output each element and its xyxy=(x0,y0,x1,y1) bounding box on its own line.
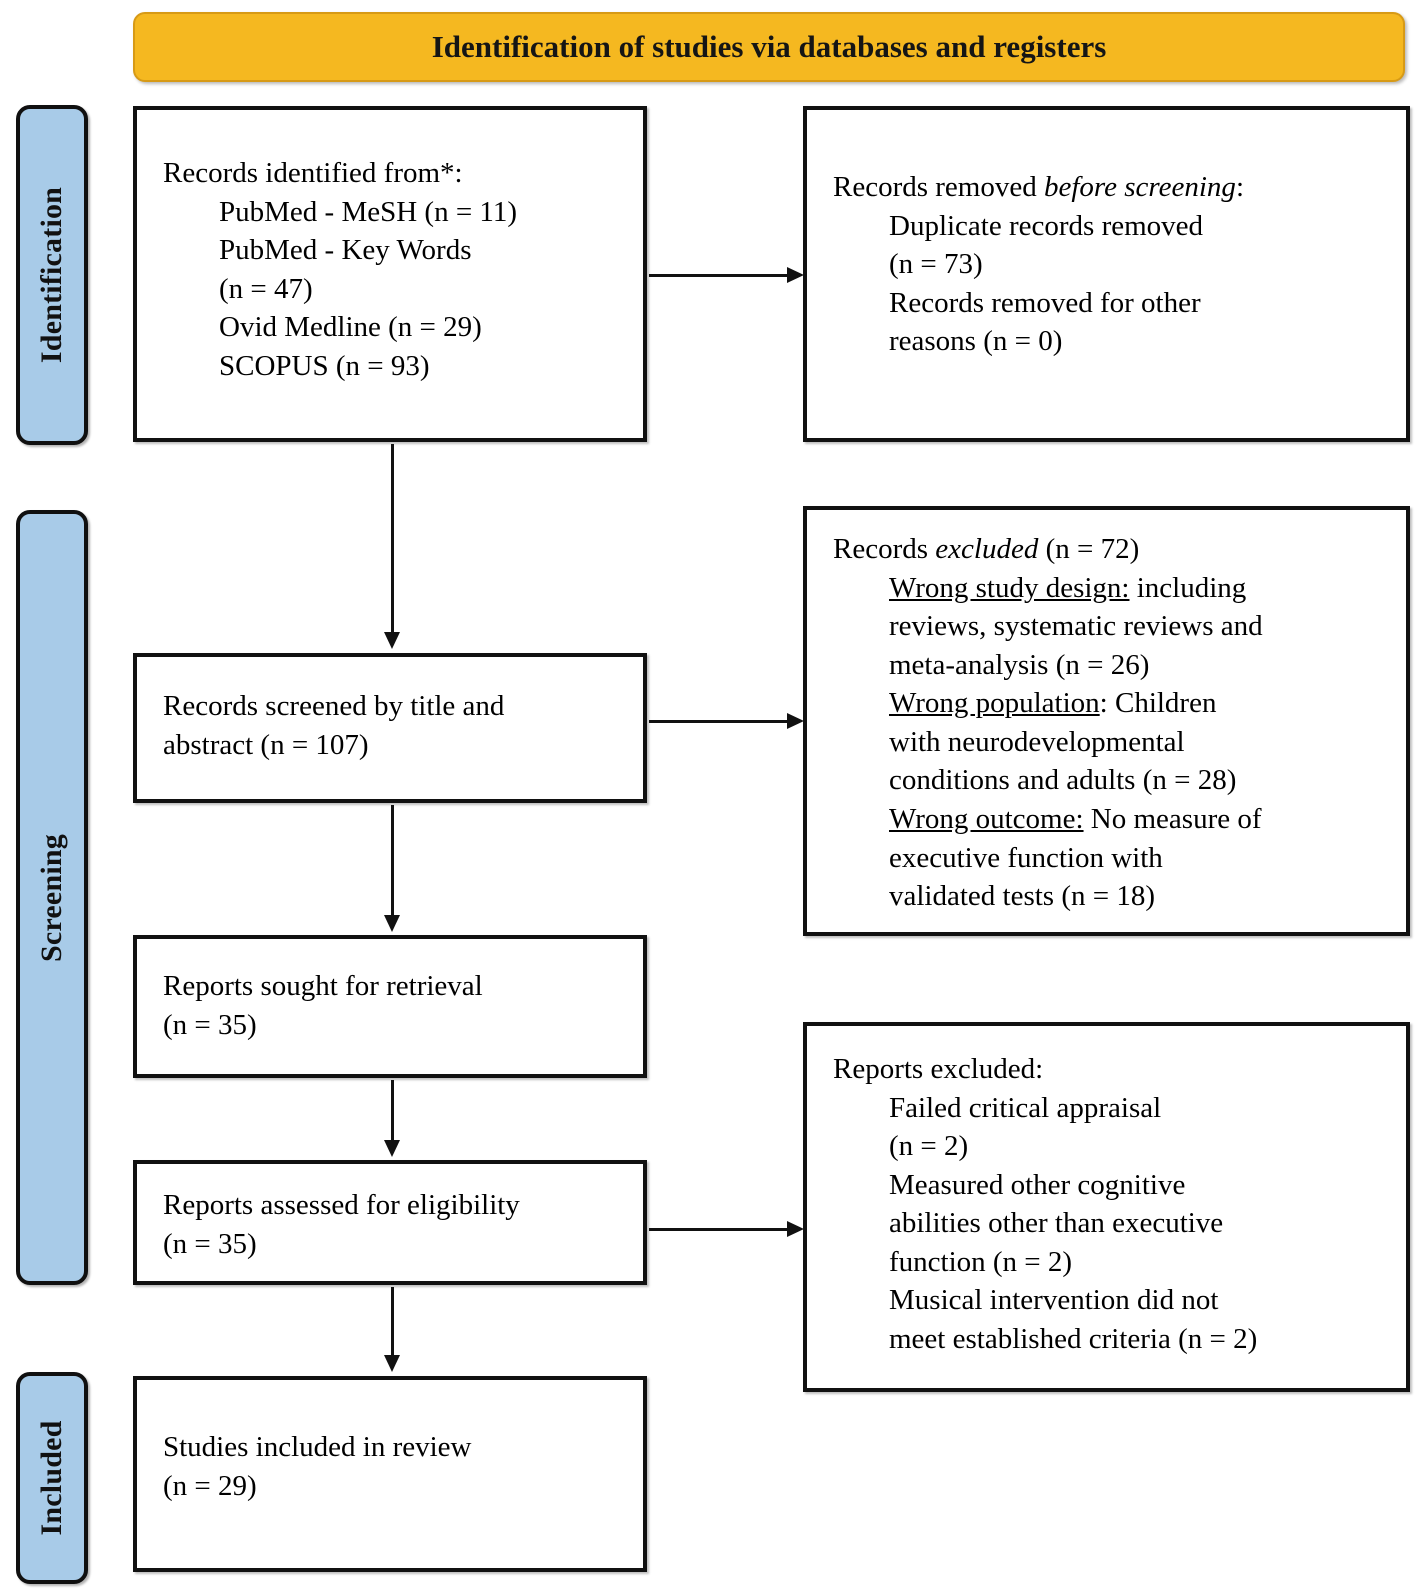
records-excluded-heading: Records excluded (n = 72) xyxy=(833,530,1392,569)
box-reports-sought: Reports sought for retrieval (n = 35) xyxy=(133,935,647,1078)
arrow-shaft xyxy=(649,720,789,723)
records-screened-line-1: Records screened by title and xyxy=(163,690,505,722)
records-removed-line-4: reasons (n = 0) xyxy=(889,325,1063,358)
stage-label-included: Included xyxy=(35,1420,68,1536)
stage-band-screening: Screening xyxy=(16,510,88,1285)
box-records-excluded: Records excluded (n = 72) Wrong study de… xyxy=(803,506,1410,936)
records-excluded-reason-3: Wrong outcome: No measure of xyxy=(833,800,1392,839)
records-removed-line-3: Records removed for other xyxy=(889,286,1201,319)
diagram-title-banner: Identification of studies via databases … xyxy=(133,12,1405,82)
records-excluded-reason-3-cont-1: executive function with xyxy=(889,841,1163,874)
box-records-identified-text: Records identified from*: PubMed - MeSH … xyxy=(163,154,629,385)
studies-included-line-2: (n = 29) xyxy=(163,1469,257,1502)
arrow-head-down-icon xyxy=(384,1140,400,1157)
arrow-head-right-icon xyxy=(787,1221,804,1237)
records-excluded-reason-1-cont-2: meta-analysis (n = 26) xyxy=(889,648,1150,681)
box-reports-excluded: Reports excluded: Failed critical apprai… xyxy=(803,1022,1410,1392)
box-reports-sought-text: Reports sought for retrieval (n = 35) xyxy=(163,967,629,1044)
records-excluded-reason-1: Wrong study design: including xyxy=(833,569,1392,608)
reports-assessed-line-2: (n = 35) xyxy=(163,1227,257,1260)
reports-excluded-heading: Reports excluded: xyxy=(833,1053,1044,1085)
arrow-head-down-icon xyxy=(384,915,400,932)
records-excluded-reason-3-label: Wrong outcome: xyxy=(889,802,1084,835)
records-identified-line-3: (n = 47) xyxy=(219,272,313,305)
box-records-removed: Records removed before screening: Duplic… xyxy=(803,106,1410,442)
records-excluded-heading-post: (n = 72) xyxy=(1038,533,1140,565)
box-reports-assessed: Reports assessed for eligibility (n = 35… xyxy=(133,1160,647,1285)
box-reports-assessed-text: Reports assessed for eligibility (n = 35… xyxy=(163,1186,629,1263)
records-excluded-reason-2-cont-1: with neurodevelopmental xyxy=(889,725,1185,758)
box-studies-included: Studies included in review (n = 29) xyxy=(133,1376,647,1572)
box-records-screened: Records screened by title and abstract (… xyxy=(133,653,647,803)
arrow-shaft xyxy=(391,1080,394,1142)
box-records-identified: Records identified from*: PubMed - MeSH … xyxy=(133,106,647,442)
arrow-shaft xyxy=(649,1228,789,1231)
arrow-shaft xyxy=(391,1287,394,1357)
stage-label-screening: Screening xyxy=(35,833,68,962)
box-studies-included-text: Studies included in review (n = 29) xyxy=(163,1428,629,1505)
box-records-screened-text: Records screened by title and abstract (… xyxy=(163,687,629,764)
arrow-shaft xyxy=(649,274,789,277)
records-removed-heading-pre: Records removed xyxy=(833,171,1044,203)
arrow-shaft xyxy=(391,805,394,917)
records-removed-line-2: (n = 73) xyxy=(889,248,983,281)
records-removed-line-1: Duplicate records removed xyxy=(889,209,1204,242)
records-identified-line-4: Ovid Medline (n = 29) xyxy=(219,311,482,344)
reports-sought-line-2: (n = 35) xyxy=(163,1008,257,1041)
records-excluded-reason-2-label: Wrong population xyxy=(889,687,1100,720)
reports-excluded-line-2: (n = 2) xyxy=(889,1130,969,1163)
records-excluded-reason-1-cont-1: reviews, systematic reviews and xyxy=(889,610,1263,643)
records-excluded-reason-2: Wrong population: Children xyxy=(833,684,1392,723)
records-identified-line-5: SCOPUS (n = 93) xyxy=(219,349,430,382)
reports-sought-line-1: Reports sought for retrieval xyxy=(163,970,483,1002)
arrow-head-down-icon xyxy=(384,632,400,649)
records-excluded-heading-pre: Records xyxy=(833,533,936,565)
reports-excluded-line-7: meet established criteria (n = 2) xyxy=(889,1322,1258,1355)
records-removed-heading: Records removed before screening: xyxy=(833,168,1392,207)
records-excluded-reason-3-cont-2: validated tests (n = 18) xyxy=(889,880,1156,913)
reports-excluded-line-3: Measured other cognitive xyxy=(889,1168,1186,1201)
records-excluded-reason-2-cont-2: conditions and adults (n = 28) xyxy=(889,764,1237,797)
stage-band-included: Included xyxy=(16,1372,88,1584)
records-excluded-reason-3-rest: No measure of xyxy=(1083,802,1262,835)
reports-excluded-line-5: function (n = 2) xyxy=(889,1245,1073,1278)
reports-excluded-line-4: abilities other than executive xyxy=(889,1207,1224,1240)
records-removed-heading-post: : xyxy=(1235,171,1244,203)
records-excluded-reason-1-label: Wrong study design: xyxy=(889,571,1130,604)
arrow-head-right-icon xyxy=(787,267,804,283)
box-records-excluded-text: Records excluded (n = 72) Wrong study de… xyxy=(833,530,1392,916)
records-removed-heading-italic: before screening xyxy=(1044,171,1236,203)
arrow-head-down-icon xyxy=(384,1355,400,1372)
records-excluded-heading-italic: excluded xyxy=(935,533,1039,565)
records-identified-line-1: PubMed - MeSH (n = 11) xyxy=(219,195,518,228)
diagram-title: Identification of studies via databases … xyxy=(431,29,1107,64)
reports-excluded-line-6: Musical intervention did not xyxy=(889,1284,1219,1317)
box-reports-excluded-text: Reports excluded: Failed critical apprai… xyxy=(833,1050,1392,1359)
reports-assessed-line-1: Reports assessed for eligibility xyxy=(163,1189,520,1221)
records-identified-heading: Records identified from*: xyxy=(163,157,463,189)
stage-label-identification: Identification xyxy=(35,186,68,364)
arrow-head-right-icon xyxy=(787,713,804,729)
records-identified-line-2: PubMed - Key Words xyxy=(219,234,472,267)
studies-included-line-1: Studies included in review xyxy=(163,1431,472,1463)
reports-excluded-line-1: Failed critical appraisal xyxy=(889,1091,1162,1124)
box-records-removed-text: Records removed before screening: Duplic… xyxy=(833,168,1392,361)
arrow-shaft xyxy=(391,444,394,634)
records-excluded-reason-2-rest: : Children xyxy=(1099,687,1217,720)
records-screened-line-2: abstract (n = 107) xyxy=(163,728,369,761)
stage-band-identification: Identification xyxy=(16,105,88,445)
records-excluded-reason-1-rest: including xyxy=(1129,571,1247,604)
